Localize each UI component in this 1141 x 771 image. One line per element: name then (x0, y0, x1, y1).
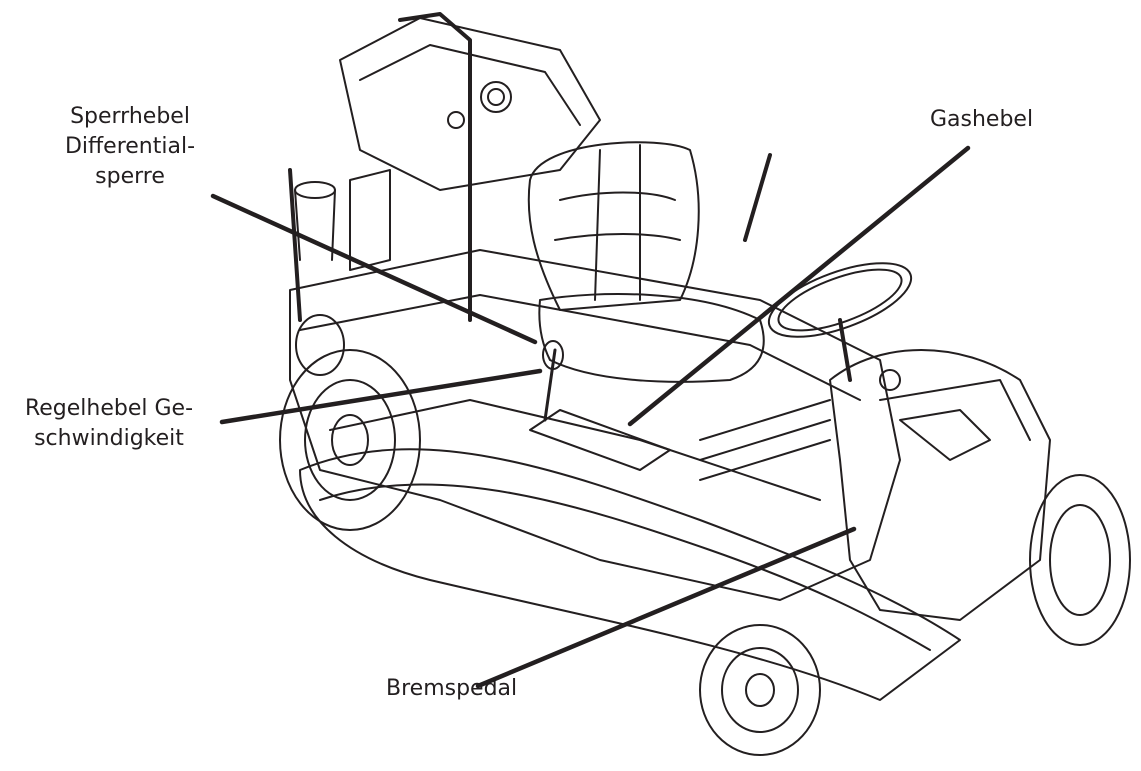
callout-regelhebel-line2: schwindigkeit (34, 426, 184, 451)
steering-wheel (767, 262, 913, 338)
seat-back (527, 141, 700, 311)
rear-wheel (279, 349, 421, 531)
leader-sperrhebel (210, 193, 538, 345)
leader-regelhebel (219, 368, 543, 425)
callout-sperrhebel-line1: Sperrhebel (70, 104, 190, 129)
callout-regelhebel-line1: Regelhebel Ge- (24, 396, 194, 421)
callout-bremspedal: Bremspedal (386, 674, 517, 704)
front-hood (829, 349, 1051, 621)
callout-sperrhebel: Sperrhebel Differential- sperre (20, 102, 240, 192)
engine-hood (339, 17, 601, 191)
callout-sperrhebel-line2: Differential- (64, 134, 196, 159)
leader-gashebel (627, 145, 971, 427)
callout-sperrhebel-line3: sperre (95, 164, 165, 189)
front-wheel-right (1029, 474, 1131, 646)
front-wheel-left (699, 624, 821, 756)
callout-regelhebel: Regelhebel Ge- schwindigkeit (0, 394, 218, 454)
roll-bar (398, 12, 472, 322)
callout-bremspedal-line1: Bremspedal (386, 676, 518, 701)
mower-body (289, 249, 901, 601)
leader-bremspedal (475, 526, 857, 689)
callout-gashebel: Gashebel (930, 105, 1033, 135)
callout-gashebel-line1: Gashebel (930, 107, 1034, 132)
mower-deck (299, 448, 961, 701)
seat-cushion (538, 293, 765, 383)
